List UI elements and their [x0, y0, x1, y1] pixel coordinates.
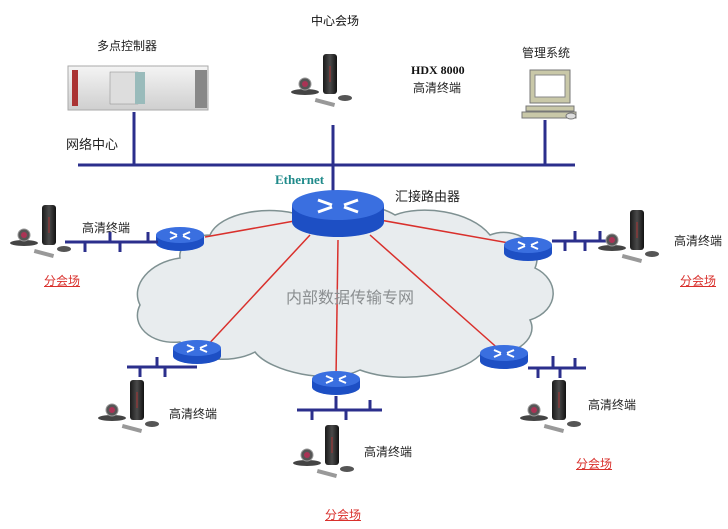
hd-terminal-icon	[598, 210, 659, 264]
edge-router-icon	[312, 371, 360, 395]
management-pc-icon	[521, 69, 577, 120]
hd-terminal-icon	[98, 380, 159, 434]
hdx-caption: 高清终端	[413, 81, 462, 95]
terminal-label-bottom-center: 高清终端	[364, 445, 413, 459]
branch-buses	[65, 231, 610, 420]
center-site-title: 中心会场	[311, 14, 360, 28]
hd-terminal-icon	[520, 380, 581, 434]
site-link-left[interactable]: 分会场	[44, 274, 81, 288]
management-system-label: 管理系统	[522, 46, 571, 60]
mcu-device	[67, 65, 209, 111]
branch-bus	[528, 356, 586, 378]
edge-router-icon	[480, 345, 528, 369]
edge-router-icon	[156, 227, 204, 251]
branch-bus	[65, 232, 158, 252]
hd-terminal-icon	[293, 425, 354, 479]
core-router-icon	[292, 190, 384, 237]
branch-bus	[297, 396, 382, 420]
branch-bus	[552, 231, 610, 251]
hd-terminal-icon	[291, 54, 352, 108]
edge-routers	[156, 227, 552, 395]
terminals	[10, 54, 659, 479]
terminal-label-right: 高清终端	[674, 234, 723, 248]
site-link-bottom-center[interactable]: 分会场	[325, 508, 362, 522]
wan-links	[204, 219, 521, 379]
core-router-label: 汇接路由器	[395, 190, 461, 205]
edge-router-icon	[173, 340, 221, 364]
network-center-label: 网络中心	[66, 138, 119, 153]
hdx-model-label: HDX 8000	[411, 63, 465, 77]
mcu-label: 多点控制器	[97, 39, 158, 53]
private-network-label: 内部数据传输专网	[286, 288, 415, 307]
edge-router-icon	[504, 237, 552, 261]
site-link-right[interactable]: 分会场	[680, 274, 717, 288]
terminal-label-bottom-left: 高清终端	[169, 407, 218, 421]
hd-terminal-icon	[10, 205, 71, 259]
terminal-label-left: 高清终端	[82, 221, 131, 235]
site-link-bottom-right[interactable]: 分会场	[576, 457, 613, 471]
branch-bus	[127, 357, 197, 377]
terminal-label-bottom-right: 高清终端	[588, 398, 637, 412]
ethernet-label: Ethernet	[275, 172, 325, 187]
